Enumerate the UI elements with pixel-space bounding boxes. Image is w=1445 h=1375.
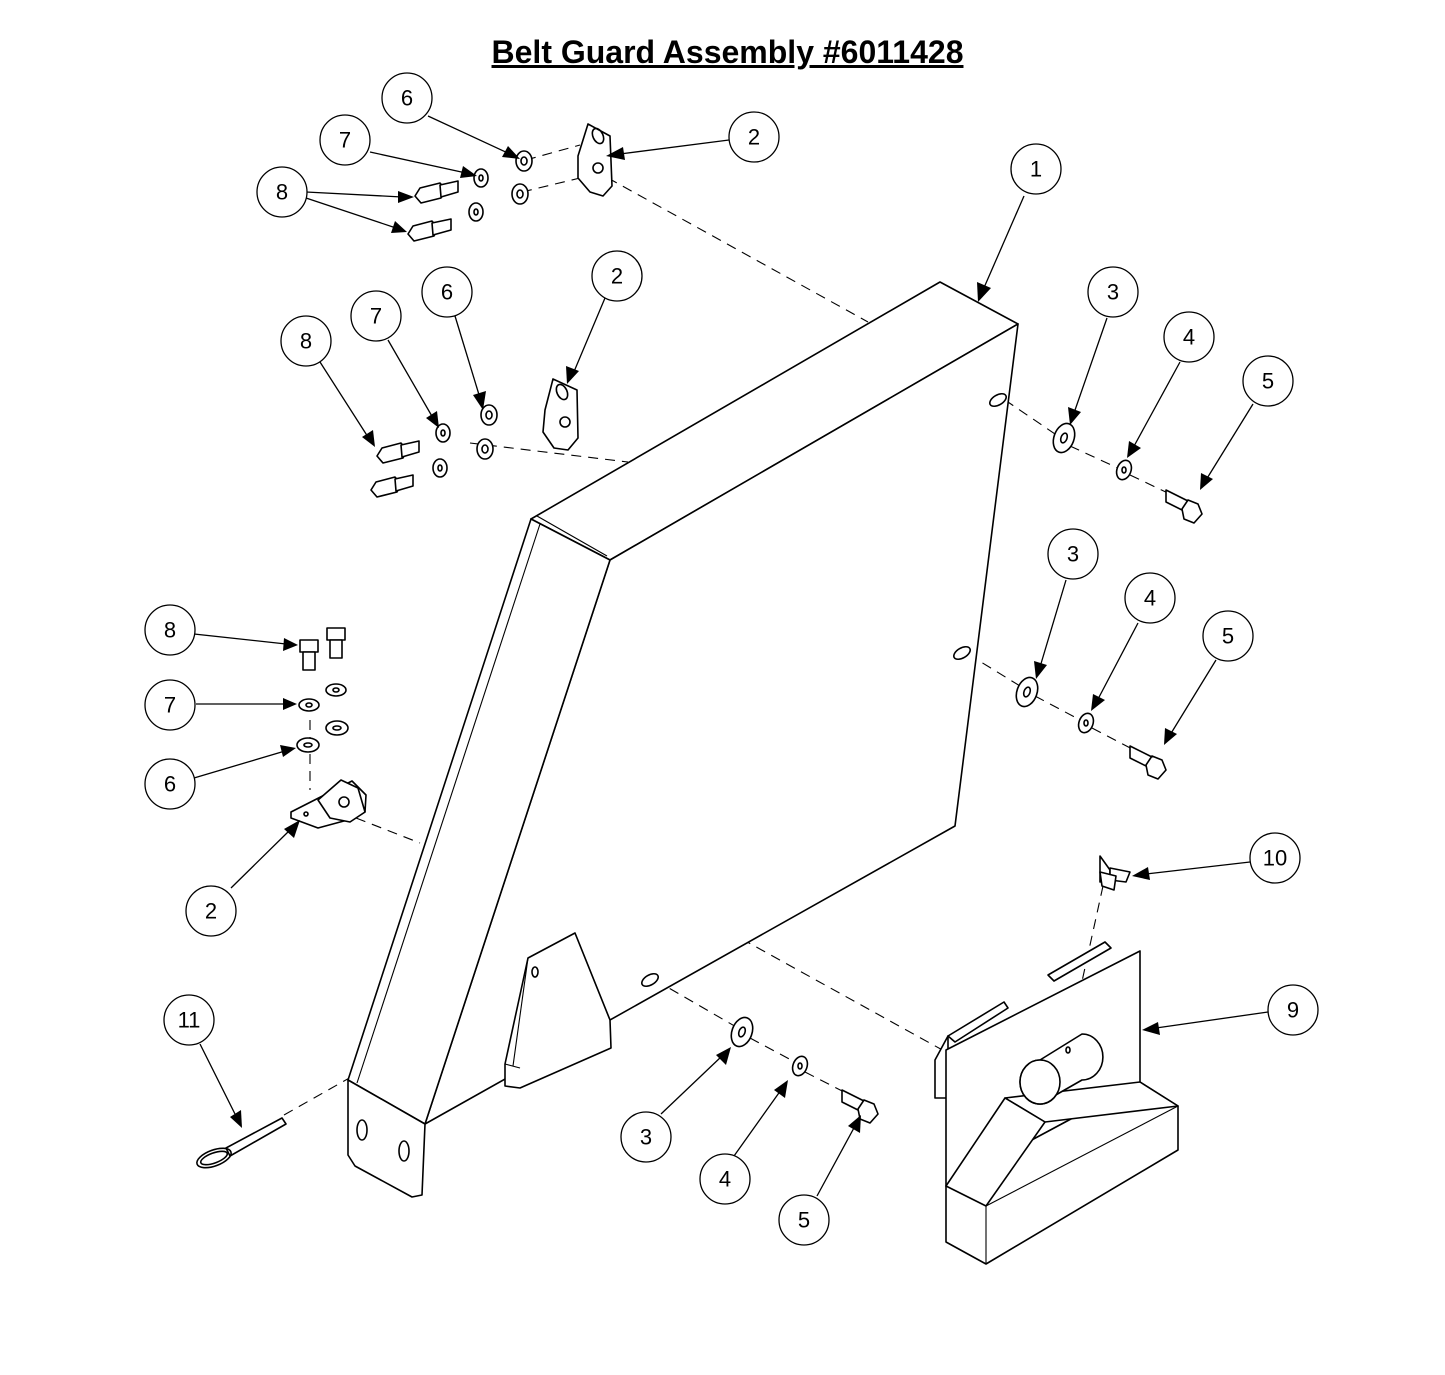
callout-4-upper: 4	[1163, 311, 1215, 363]
svg-text:8: 8	[164, 618, 176, 643]
hardware-upper	[407, 150, 533, 242]
svg-text:8: 8	[276, 180, 288, 205]
svg-text:3: 3	[1107, 280, 1119, 305]
callout-6-middle: 6	[421, 266, 473, 318]
callout-8-upper: 8	[256, 166, 308, 218]
hardware-middle	[370, 404, 498, 498]
hardware-right-middle	[1015, 676, 1167, 780]
callout-2-upper: 2	[728, 111, 780, 163]
svg-text:4: 4	[1144, 586, 1156, 611]
callout-9: 9	[1267, 984, 1319, 1036]
callout-1: 1	[1010, 143, 1062, 195]
hardware-lower	[296, 627, 349, 753]
svg-text:2: 2	[748, 125, 760, 150]
callout-3-upper: 3	[1087, 266, 1139, 318]
svg-text:10: 10	[1263, 846, 1287, 871]
svg-text:6: 6	[441, 280, 453, 305]
callout-5-middle: 5	[1202, 610, 1254, 662]
hardware-bottom	[730, 1016, 879, 1124]
bracket-upper	[577, 123, 613, 197]
svg-text:5: 5	[1222, 624, 1234, 649]
svg-text:3: 3	[640, 1125, 652, 1150]
callout-leaders	[193, 115, 1269, 1197]
callout-7-middle: 7	[350, 290, 402, 342]
lynch-pin	[196, 1117, 287, 1169]
callout-5-upper: 5	[1242, 355, 1294, 407]
svg-text:5: 5	[798, 1208, 810, 1233]
callout-6-lower: 6	[144, 758, 196, 810]
page-title: Belt Guard Assembly #6011428	[491, 34, 964, 70]
svg-text:6: 6	[401, 86, 413, 111]
bracket-middle	[542, 378, 579, 451]
svg-text:7: 7	[370, 304, 382, 329]
callout-10: 10	[1249, 832, 1301, 884]
svg-text:3: 3	[1067, 542, 1079, 567]
callout-6-upper: 6	[381, 72, 433, 124]
svg-text:11: 11	[178, 1008, 201, 1033]
svg-text:4: 4	[719, 1167, 731, 1192]
svg-text:9: 9	[1287, 998, 1299, 1023]
callout-8-lower: 8	[144, 604, 196, 656]
callout-3-middle: 3	[1047, 528, 1099, 580]
callout-3-lower: 3	[620, 1111, 672, 1163]
svg-text:8: 8	[300, 329, 312, 354]
callout-4-lower: 4	[699, 1153, 751, 1205]
bracket-lower	[290, 779, 367, 829]
svg-text:2: 2	[611, 264, 623, 289]
callout-7-upper: 7	[319, 114, 371, 166]
callout-8-middle: 8	[280, 315, 332, 367]
svg-text:7: 7	[339, 128, 351, 153]
belt-guard-body	[347, 281, 1019, 1198]
svg-text:2: 2	[205, 899, 217, 924]
svg-text:1: 1	[1030, 157, 1042, 182]
callout-2-lower: 2	[185, 885, 237, 937]
callout-5-lower: 5	[778, 1194, 830, 1246]
svg-text:7: 7	[164, 693, 176, 718]
callout-7-lower: 7	[144, 679, 196, 731]
hardware-right-upper	[1052, 422, 1203, 524]
svg-text:4: 4	[1183, 325, 1195, 350]
rear-mount-bracket	[934, 941, 1179, 1265]
callout-4-middle: 4	[1124, 572, 1176, 624]
wing-nut	[1099, 855, 1131, 891]
callout-11: 11	[163, 994, 215, 1046]
svg-text:5: 5	[1262, 369, 1274, 394]
svg-text:6: 6	[164, 772, 176, 797]
callout-2-middle: 2	[591, 250, 643, 302]
